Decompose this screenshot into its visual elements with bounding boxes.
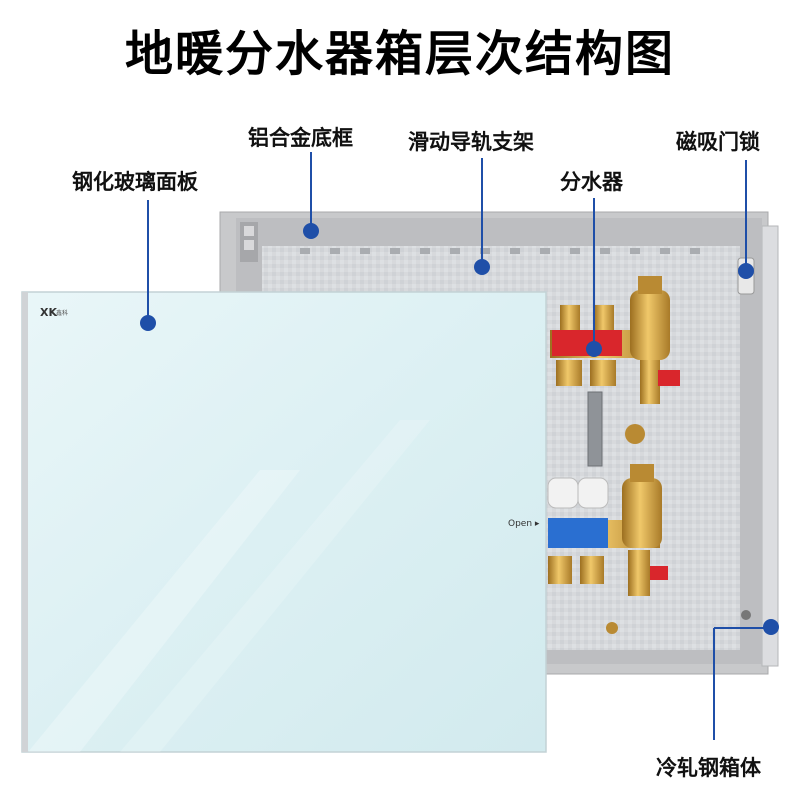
open-marker: Open ▸ <box>508 519 540 529</box>
slide-rail <box>587 391 603 467</box>
label-glass-panel: 钢化玻璃面板 <box>72 170 198 194</box>
callout-lines <box>140 152 779 740</box>
glass-panel <box>21 291 547 753</box>
brand-logo-text: 鑫科 <box>56 310 69 317</box>
page-title: 地暖分水器箱层次结构图 <box>124 26 675 82</box>
label-steel-box: 冷轧钢箱体 <box>656 756 761 780</box>
return-manifold <box>547 464 668 634</box>
label-magnetic-lock: 磁吸门锁 <box>676 130 760 154</box>
label-aluminum-frame: 铝合金底框 <box>248 126 353 150</box>
rail-slots <box>300 248 700 254</box>
label-slide-rail: 滑动导轨支架 <box>408 130 534 154</box>
supply-manifold <box>550 276 680 444</box>
label-manifold: 分水器 <box>560 170 623 194</box>
brand-logo: XK <box>40 306 58 319</box>
